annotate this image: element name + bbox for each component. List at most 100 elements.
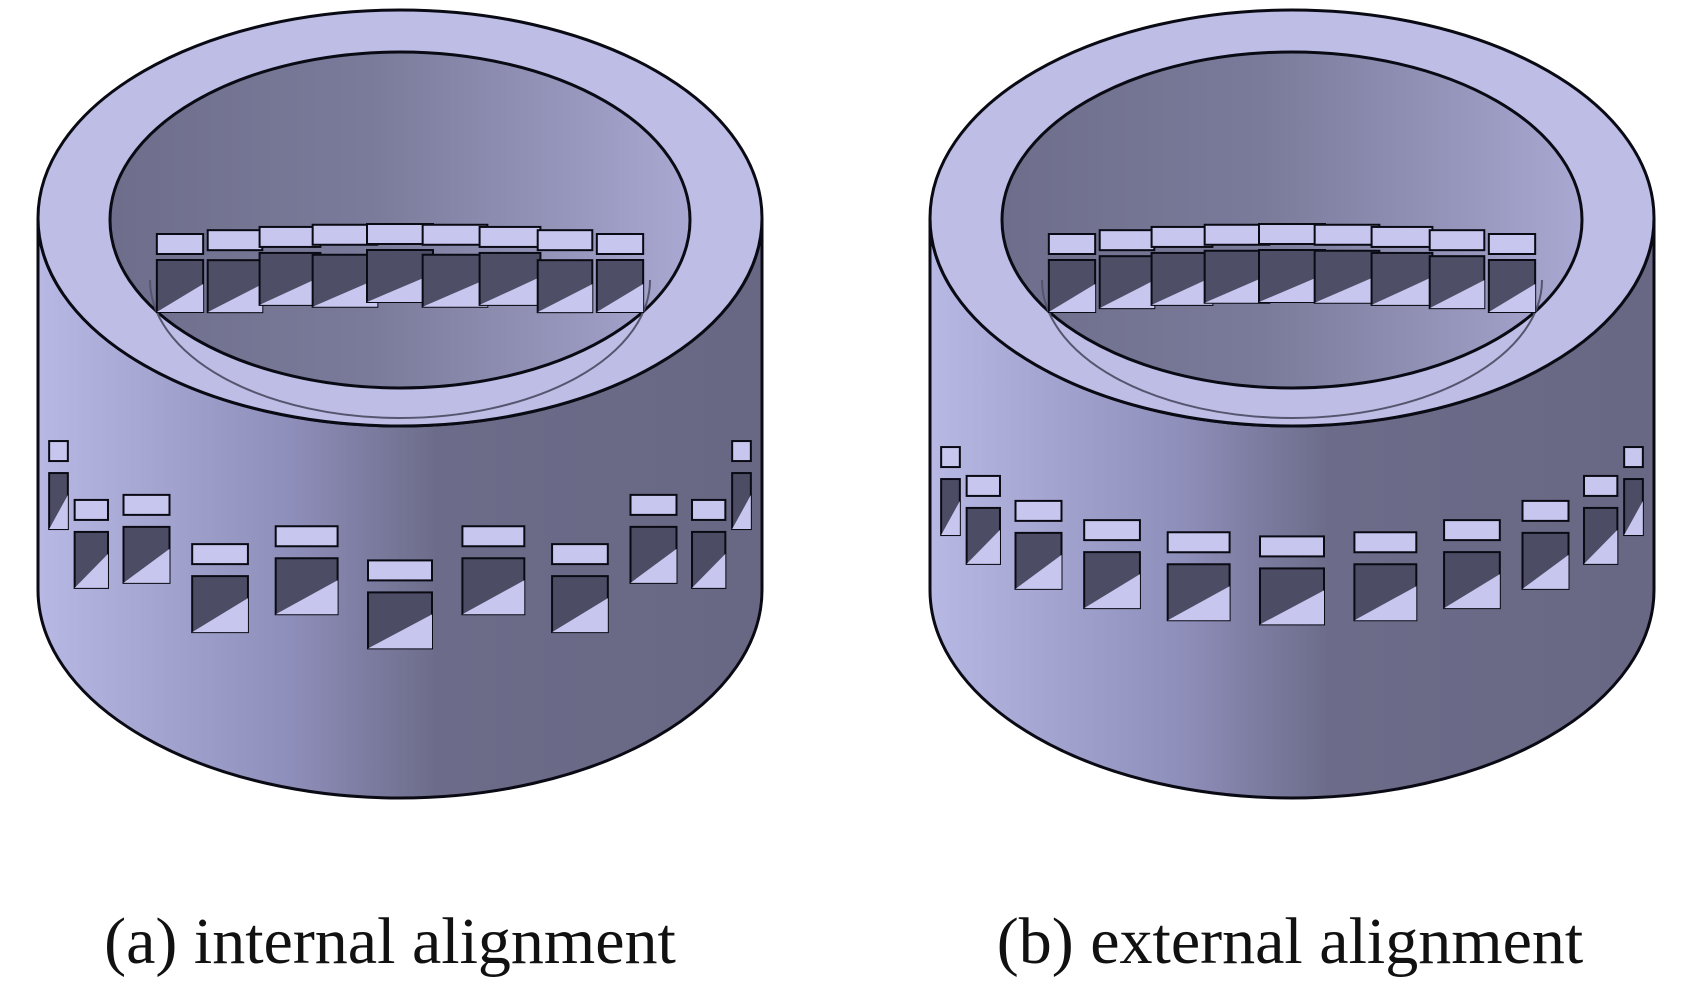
inner-slot-upper (1098, 229, 1156, 252)
inner-slot-lit-face (1488, 284, 1536, 312)
outer-slot-lit-face (123, 548, 170, 583)
outer-slot (1259, 535, 1325, 626)
outer-slot (1521, 499, 1570, 590)
caption-internal-alignment: (a) internal alignment (104, 905, 676, 978)
outer-slot (691, 498, 727, 589)
outer-slot (551, 543, 609, 634)
inner-slot (258, 225, 322, 306)
inner-slot-upper (258, 225, 322, 248)
outer-slot-upper (1583, 474, 1619, 497)
outer-slot (461, 525, 526, 616)
outer-slot-upper (1014, 499, 1063, 522)
outer-slot-upper (1623, 446, 1644, 469)
outer-slot (122, 493, 171, 584)
inner-slot-lit-face (1371, 276, 1433, 305)
outer-slot-upper (367, 559, 433, 582)
inner-wall-edge (1041, 279, 1543, 419)
outer-slot-upper (274, 525, 339, 548)
inner-slot-upper (478, 225, 542, 248)
inner-slot (1047, 233, 1097, 313)
outer-slot-lit-face (1354, 586, 1417, 621)
inner-wall-edge (149, 279, 651, 419)
outer-slot-lit-face (966, 529, 1000, 564)
inner-slot-upper (155, 233, 205, 255)
outer-slot-upper (1521, 499, 1570, 522)
outer-slot-upper (551, 543, 609, 566)
outer-slot-upper (48, 440, 69, 463)
outer-slot-lit-face (74, 553, 108, 588)
inner-slot-upper (1150, 225, 1214, 248)
outer-slot (73, 498, 109, 589)
outer-slot (274, 525, 339, 616)
inner-slot-upper (1370, 225, 1434, 248)
inner-slot (1150, 225, 1214, 306)
inner-slot-lit-face (479, 276, 541, 305)
inner-slot-upper (206, 229, 264, 252)
cylinder-external-alignment (928, 8, 1656, 800)
outer-slot-lit-face (1584, 529, 1618, 564)
outer-slot-upper (461, 525, 526, 548)
outer-slot-lit-face (1084, 574, 1140, 609)
inner-slot-lit-face (367, 274, 433, 302)
outer-slot-lit-face (1015, 554, 1062, 589)
outer-slot-upper (191, 543, 249, 566)
outer-slot (940, 446, 961, 537)
outer-slot-lit-face (192, 598, 248, 633)
inner-slot-lit-face (1259, 274, 1325, 302)
outer-slot (191, 543, 249, 634)
inner-slot (595, 233, 645, 313)
outer-slot (1166, 531, 1231, 622)
outer-slot-upper (73, 498, 109, 521)
outer-slot-lit-face (1260, 590, 1324, 625)
inner-slot-lit-face (1151, 276, 1213, 305)
inner-slot-lit-face (422, 278, 488, 307)
caption-external-alignment: (b) external alignment (996, 905, 1584, 978)
inner-slot-upper (1047, 233, 1097, 255)
inner-slot-upper (1313, 223, 1381, 246)
outer-slot (965, 474, 1001, 565)
inner-slot-upper (421, 223, 489, 246)
inner-slot (1370, 225, 1434, 306)
outer-slot-lit-face (1522, 554, 1569, 589)
outer-slot-lit-face (732, 495, 751, 530)
inner-slot (155, 233, 205, 313)
inner-slot (536, 229, 594, 314)
outer-slot-upper (1166, 531, 1231, 554)
outer-slot (1443, 519, 1501, 610)
outer-slot-lit-face (941, 501, 960, 536)
inner-slot-lit-face (1048, 284, 1096, 312)
inner-slot (478, 225, 542, 306)
outer-slot-upper (1353, 531, 1418, 554)
inner-slot-upper (536, 229, 594, 252)
outer-slot (1623, 446, 1644, 537)
cylinder-internal-alignment (36, 8, 764, 800)
outer-slot-upper (965, 474, 1001, 497)
inner-slot (311, 223, 379, 308)
outer-slot-lit-face (1624, 501, 1643, 536)
inner-slot (1098, 229, 1156, 310)
inner-bore (108, 50, 692, 390)
outer-slot-lit-face (1444, 574, 1500, 609)
inner-slot-lit-face (156, 284, 204, 312)
outer-slot (1014, 499, 1063, 590)
inner-slot-lit-face (537, 284, 593, 313)
inner-slot-upper (1428, 229, 1486, 252)
outer-slot-upper (1083, 519, 1141, 542)
outer-slot (367, 559, 433, 650)
outer-slot-upper (629, 493, 678, 516)
outer-slot (731, 440, 752, 531)
inner-slot-lit-face (312, 278, 378, 307)
inner-slot-lit-face (259, 276, 321, 305)
outer-slot-upper (1259, 535, 1325, 558)
outer-slot-upper (940, 446, 961, 469)
outer-slot-lit-face (49, 495, 68, 530)
inner-slot-lit-face (1314, 274, 1380, 303)
outer-slot-lit-face (462, 580, 525, 615)
inner-slot-lit-face (1099, 280, 1155, 309)
outer-slot (48, 440, 69, 531)
outer-slot (1583, 474, 1619, 565)
outer-slot-lit-face (1167, 586, 1230, 621)
inner-slot (1487, 233, 1537, 313)
